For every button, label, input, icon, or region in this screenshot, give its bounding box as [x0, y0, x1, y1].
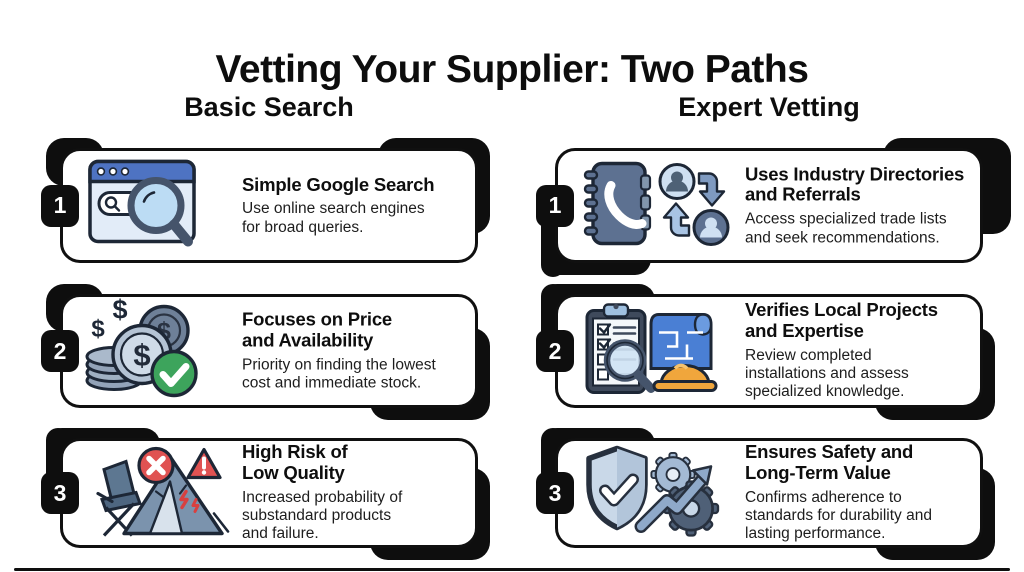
card-basic-1: 1 Simple Google Search Use online search…: [41, 138, 490, 263]
card-title: High Risk of Low Quality: [242, 441, 348, 484]
svg-text:$: $: [133, 338, 150, 373]
step-number-badge: 3: [41, 472, 79, 514]
browser-search-icon: [82, 153, 208, 258]
card-expert-2: 2: [536, 284, 995, 420]
card-basic-2: 2 $ $ $ $ Focuses on Price and Availabil…: [41, 284, 490, 420]
card-title: Uses Industry Directories and Referrals: [745, 162, 965, 205]
step-number-badge: 3: [536, 472, 574, 514]
column-header-basic-search: Basic Search: [184, 92, 354, 122]
bottom-divider: [14, 568, 1010, 571]
card-description: Review completed installations and asses…: [745, 346, 909, 401]
camping-failure-risk-icon: [82, 442, 234, 545]
step-number-badge: 2: [536, 330, 574, 372]
step-number-badge: 2: [41, 330, 79, 372]
card-expert-3: 3: [536, 428, 995, 560]
step-number-badge: 1: [41, 184, 79, 227]
card-title: Verifies Local Projects and Expertise: [745, 299, 938, 342]
card-description: Confirms adherence to standards for dura…: [745, 488, 932, 543]
card-expert-1: 1 Uses: [536, 138, 1011, 277]
project-inspection-icon: [577, 297, 735, 406]
card-basic-3: 3 High Risk of Low Quality Increased pro…: [41, 428, 490, 560]
page-title: Vetting Your Supplier: Two Paths: [215, 48, 809, 92]
card-description: Access specialized trade lists and seek …: [745, 210, 947, 246]
card-title: Focuses on Price and Availability: [242, 308, 392, 351]
svg-text:$: $: [112, 297, 127, 325]
card-title: Simple Google Search: [242, 173, 435, 195]
directory-referrals-icon: [577, 153, 735, 258]
shield-gear-growth-icon: [577, 441, 729, 546]
step-number-badge: 1: [536, 184, 574, 227]
card-description: Increased probability of substandard pro…: [242, 488, 403, 543]
card-description: Priority on finding the lowest cost and …: [242, 356, 436, 392]
coins-price-icon: $ $ $ $: [82, 295, 208, 406]
svg-text:$: $: [91, 316, 105, 343]
card-title: Ensures Safety and Long-Term Value: [745, 441, 914, 484]
card-description: Use online search engines for broad quer…: [242, 200, 425, 236]
column-header-expert-vetting: Expert Vetting: [678, 92, 860, 122]
